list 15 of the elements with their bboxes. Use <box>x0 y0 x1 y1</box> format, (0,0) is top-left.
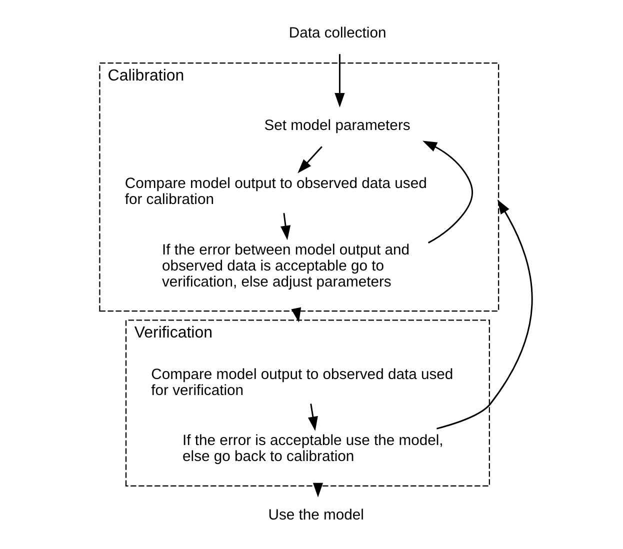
arrow <box>334 54 345 108</box>
arrow <box>291 307 302 322</box>
node-text: Use the model <box>268 508 364 524</box>
arrow <box>312 482 324 498</box>
node-text: Set model parameters <box>264 118 410 134</box>
node-text: Compare model output to observed data used for calibration <box>124 176 427 208</box>
arrow <box>298 146 322 174</box>
node-text: If the error is acceptable use the model, else go back to calibration <box>182 433 444 466</box>
arrow <box>436 200 533 430</box>
arrow <box>422 140 474 244</box>
node-text: Data collection <box>288 25 386 42</box>
node-text: Compare model output to observed data used for verification <box>151 366 454 399</box>
arrow <box>308 404 318 431</box>
arrow <box>280 212 291 240</box>
node-text: If the error between model output and observed data is acceptable go to verification, else adjust parameters <box>162 242 410 290</box>
